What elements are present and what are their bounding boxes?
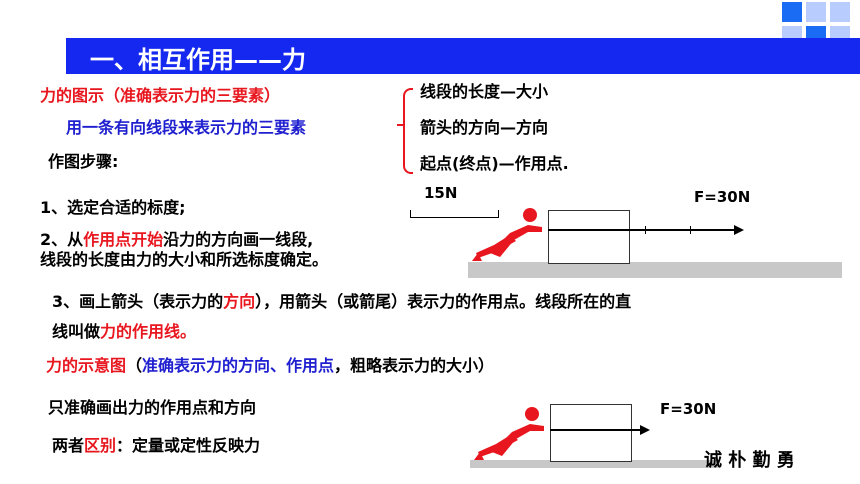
scale-tick bbox=[645, 226, 646, 234]
step-3-highlight-2: 力的作用线 bbox=[100, 322, 181, 341]
step-2-line-1: 2、从作用点开始沿力的方向画一线段, bbox=[40, 226, 313, 250]
step-2-line-2: 线段的长度由力的大小和所选标度确定。 bbox=[40, 250, 329, 269]
block-2 bbox=[550, 404, 632, 462]
step-3-end: 。 bbox=[180, 322, 197, 341]
corner-square bbox=[830, 2, 850, 22]
scale-tick bbox=[410, 210, 411, 218]
force-label-1: F=30N bbox=[694, 188, 751, 206]
schematic-note: 只准确画出力的作用点和方向 bbox=[48, 398, 257, 417]
element-length: 线段的长度—大小 bbox=[420, 82, 549, 101]
step-2-a: 2、从 bbox=[40, 230, 84, 249]
step-3-b: ），用箭头（或箭尾）表示力的作用点。线段所在的直 bbox=[255, 292, 632, 311]
step-1: 1、选定合适的标度; bbox=[40, 198, 186, 217]
page-title: 一、相互作用——力 bbox=[90, 46, 306, 74]
ground-2 bbox=[470, 460, 720, 468]
motto: 诚 朴 勤 勇 bbox=[704, 450, 795, 471]
step-2-b: 沿力的方向画一线段, bbox=[163, 230, 314, 249]
ground-1 bbox=[468, 262, 842, 278]
schematic-paren: （ bbox=[126, 356, 143, 375]
schematic-heading: 力的示意图 bbox=[46, 356, 127, 375]
pushing-person-icon bbox=[472, 208, 542, 261]
difference-a: 两者 bbox=[52, 436, 85, 455]
scale-tick bbox=[690, 226, 691, 234]
step-3-c: 线叫做 bbox=[52, 322, 101, 341]
element-point: 起点(终点)—作用点. bbox=[420, 154, 569, 173]
scale-label: 15N bbox=[424, 184, 458, 202]
arrow-head-1 bbox=[734, 225, 744, 235]
difference-line: 两者区别：定量或定性反映力 bbox=[52, 432, 260, 456]
steps-heading: 作图步骤: bbox=[48, 152, 119, 171]
step-3-line-2: 线叫做力的作用线。 bbox=[52, 318, 196, 342]
schematic-rest: ，粗略表示力的大小） bbox=[334, 356, 495, 375]
schematic-line: 力的示意图（准确表示力的方向、作用点，粗略表示力的大小） bbox=[46, 352, 494, 376]
step-3-highlight: 方向 bbox=[223, 292, 256, 311]
step-3-line-1: 3、画上箭头（表示力的方向），用箭头（或箭尾）表示力的作用点。线段所在的直 bbox=[52, 288, 631, 312]
corner-square bbox=[782, 2, 802, 22]
scale-bar bbox=[410, 217, 499, 218]
block-1 bbox=[548, 210, 630, 264]
force-label-2: F=30N bbox=[660, 400, 717, 418]
force-vector-2 bbox=[550, 429, 642, 431]
brace-tip bbox=[397, 124, 404, 126]
diagram-definition-subtitle: 用一条有向线段来表示力的三要素 bbox=[66, 118, 307, 137]
arrow-head-2 bbox=[640, 425, 650, 435]
pushing-person-icon bbox=[474, 407, 544, 460]
schematic-blue: 准确表示力的方向、作用点 bbox=[142, 356, 335, 375]
corner-square bbox=[806, 2, 826, 22]
force-vector-1 bbox=[548, 229, 736, 231]
step-3-a: 3、画上箭头（表示力的 bbox=[52, 292, 224, 311]
difference-highlight: 区别 bbox=[84, 436, 117, 455]
title-bar bbox=[66, 38, 860, 74]
brace bbox=[403, 88, 413, 174]
difference-b: ：定量或定性反映力 bbox=[116, 436, 261, 455]
element-direction: 箭头的方向—方向 bbox=[420, 118, 549, 137]
scale-tick bbox=[498, 210, 499, 218]
step-2-highlight: 作用点开始 bbox=[83, 230, 164, 249]
diagram-definition-heading: 力的图示（准确表示力的三要素） bbox=[40, 86, 281, 105]
